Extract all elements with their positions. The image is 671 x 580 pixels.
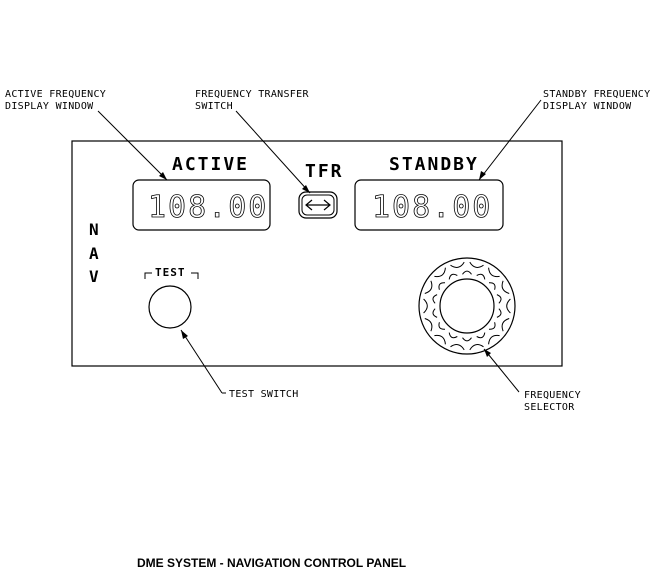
arrowhead-frequency-selector (484, 349, 491, 357)
active-label: ACTIVE (172, 154, 249, 175)
leader-transfer-switch (235, 110, 311, 194)
knob-inner-scallop (496, 308, 502, 318)
nav-letter-n: N (89, 220, 99, 239)
knob-scallop (424, 318, 433, 332)
callout-standby-window-line2: DISPLAY WINDOW (543, 101, 632, 112)
callout-test-switch: TEST SWITCH (229, 389, 299, 400)
knob-inner-scallop (448, 332, 458, 339)
knob-scallop (450, 344, 465, 351)
knurled-knob-icon (423, 261, 511, 351)
knob-scallop (501, 280, 510, 294)
knob-scallop (450, 261, 465, 268)
arrowhead-transfer-switch (302, 185, 310, 193)
leader-test-switch (180, 329, 223, 394)
knob-scallop (469, 261, 484, 268)
knob-inner-scallop (462, 337, 472, 342)
knob-inner-scallop (432, 294, 438, 304)
arrowhead-standby-window (479, 171, 486, 180)
knob-scallop (423, 298, 428, 314)
knob-inner-scallop (438, 282, 446, 290)
test-bracket-left (144, 272, 152, 279)
leader-standby-window (478, 99, 542, 181)
frequency-transfer-switch[interactable] (298, 191, 338, 219)
double-arrow-icon (305, 199, 331, 211)
test-label: TEST (155, 266, 186, 279)
frequency-selector-knob[interactable] (418, 257, 516, 355)
diagram-caption: DME SYSTEM - NAVIGATION CONTROL PANEL (137, 556, 406, 570)
callout-active-window-line2: DISPLAY WINDOW (5, 101, 94, 112)
knob-inner-scallop (476, 332, 486, 339)
active-frequency-readout: 108.00 (148, 190, 268, 225)
callout-standby-window-line1: STANDBY FREQUENCY (543, 89, 650, 100)
leader-active-window (97, 110, 168, 181)
callout-active-window-line1: ACTIVE FREQUENCY (5, 89, 106, 100)
test-bracket-right (191, 272, 199, 279)
control-panel-frame (71, 140, 563, 367)
test-switch-button[interactable] (148, 285, 192, 329)
leader-frequency-selector (483, 348, 520, 393)
transfer-label: TFR (305, 161, 344, 182)
standby-frequency-readout: 108.00 (372, 190, 492, 225)
nav-letter-v: V (89, 267, 99, 286)
knob-scallop (488, 334, 500, 345)
knob-scallop (434, 334, 446, 345)
callout-transfer-switch-line1: FREQUENCY TRANSFER (195, 89, 309, 100)
knob-inner-scallop (496, 294, 502, 304)
callout-transfer-switch-line2: SWITCH (195, 101, 233, 112)
standby-label: STANDBY (389, 154, 479, 175)
knob-scallop (506, 298, 511, 314)
knob-scallop (424, 280, 433, 294)
arrowhead-active-window (159, 172, 167, 180)
standby-frequency-window (354, 179, 504, 231)
callout-frequency-selector-line2: SELECTOR (524, 402, 575, 413)
knob-scallop (434, 267, 446, 278)
knob-inner-scallop (476, 273, 486, 280)
knob-inner-scallop (462, 270, 472, 275)
knob-inner-scallop (488, 282, 496, 290)
active-frequency-window (132, 179, 271, 231)
nav-letter-a: A (89, 244, 99, 263)
knob-inner-scallop (438, 322, 446, 330)
knob-inner-scallop (448, 273, 458, 280)
knob-scallop (501, 318, 510, 332)
knob-inner-scallop (488, 322, 496, 330)
knob-inner-scallop (432, 308, 438, 318)
knob-scallop (488, 267, 500, 278)
arrowhead-test-switch (181, 330, 188, 339)
knob-scallop (469, 344, 484, 351)
callout-frequency-selector-line1: FREQUENCY (524, 390, 581, 401)
